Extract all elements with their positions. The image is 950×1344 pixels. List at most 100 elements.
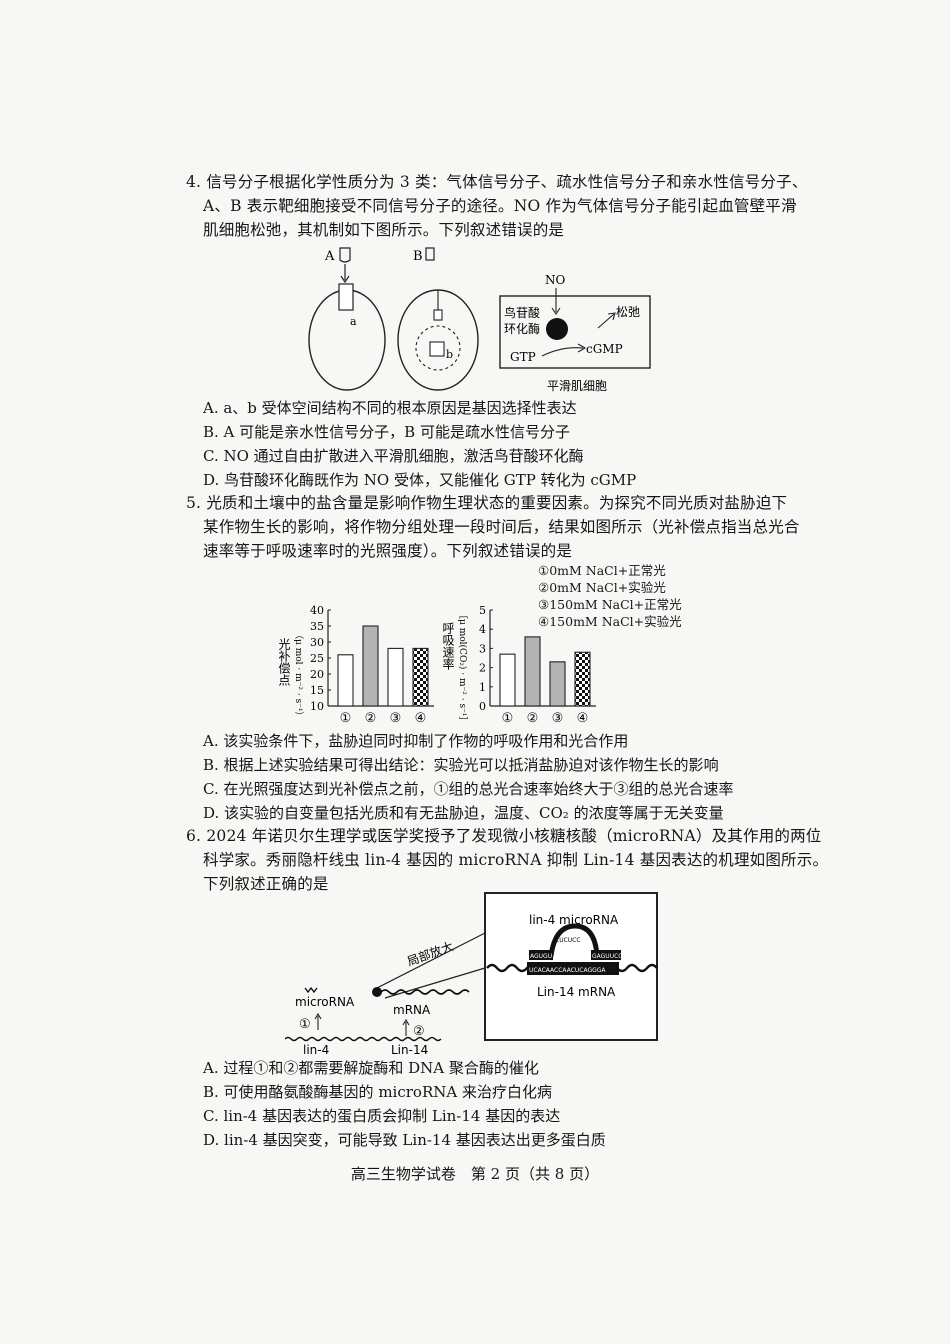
q6-option-b: B. 可使用酪氨酸酶基因的 microRNA 来治疗白化病: [203, 1083, 552, 1101]
q6-line2: 科学家。秀丽隐杆线虫 lin-4 基因的 microRNA 抑制 Lin-14 …: [203, 851, 829, 869]
q4-option-d: D. 鸟苷酸环化酶既作为 NO 受体，又能催化 GTP 转化为 cGMP: [203, 471, 637, 489]
microrna-label: microRNA: [295, 995, 355, 1009]
chart1-ytick-label: 40: [310, 604, 324, 617]
q6-option-a: A. 过程①和②都需要解旋酶和 DNA 聚合酶的催化: [203, 1059, 539, 1077]
q4-option-c: C. NO 通过自由扩散进入平滑肌细胞，激活鸟苷酸环化酶: [203, 447, 584, 465]
cell-b-label: B: [413, 249, 423, 264]
q4-line3: 肌细胞松弛，其机制如下图所示。下列叙述错误的是: [203, 221, 565, 239]
chart2-ytick-label: 2: [479, 662, 486, 675]
receptor-a-icon: [338, 283, 354, 311]
seq-left: AGUGU: [530, 953, 552, 960]
q6-line3: 下列叙述正确的是: [203, 875, 329, 893]
q5-option-a: A. 该实验条件下，盐胁迫同时抑制了作物的呼吸作用和光合作用: [203, 732, 629, 750]
chart1-ytick-label: 10: [310, 700, 324, 713]
q5-option-d: D. 该实验的自变量包括光质和有无盐胁迫，温度、CO₂ 的浓度等属于无关变量: [203, 804, 724, 822]
guanylate-cyclase-icon: [546, 318, 568, 340]
chart2-ytick-label: 4: [479, 623, 486, 636]
chart2-ytick-label: 3: [479, 642, 486, 655]
loop-seq: CUCUCC: [555, 937, 581, 944]
chart2-ytick-label: 1: [479, 681, 486, 694]
chart1-bar: [362, 625, 379, 707]
chart1-bar: [412, 647, 429, 707]
chart2-category-label: ①: [502, 711, 514, 726]
chart1-category-label: ①: [340, 711, 352, 726]
chart2-ylabel: 呼吸速率: [441, 622, 455, 670]
zoom-label: 局部放大: [405, 938, 455, 969]
lin4-gene-label: lin-4: [303, 1043, 329, 1057]
q5-line3: 速率等于呼吸速率时的光照强度）。下列叙述错误的是: [203, 542, 573, 560]
seq-right: GAGUUCC: [592, 953, 622, 960]
mrna-strand: [380, 989, 470, 995]
box-top-label: lin-4 microRNA: [529, 913, 619, 927]
chart2-category-label: ③: [552, 711, 564, 726]
chart1-bar: [387, 647, 404, 707]
smooth-muscle-cell-box: [499, 295, 651, 369]
chart1-yunit: （μ mol · m⁻² · s⁻¹）: [293, 630, 304, 721]
chart2-bar: [524, 636, 541, 707]
chart1-ytick-label: 25: [310, 652, 324, 665]
lin14-gene-label: Lin-14: [391, 1043, 428, 1057]
q4-line1: 4. 信号分子根据化学性质分为 3 类：气体信号分子、疏水性信号分子和亲水性信号…: [186, 173, 808, 191]
q6-option-d: D. lin-4 基因突变，可能导致 Lin-14 基因表达出更多蛋白质: [203, 1131, 606, 1149]
signal-molecule-a-icon: [339, 247, 351, 263]
q5-legend: ①0mM NaCl+正常光 ②0mM NaCl+实验光 ③150mM NaCl+…: [538, 562, 682, 630]
chart1-ylabel: 光补偿点: [277, 638, 291, 686]
chart2-category-label: ④: [577, 711, 589, 726]
box-bottom-label: Lin-14 mRNA: [537, 985, 616, 999]
q4-line2: A、B 表示靶细胞接受不同信号分子的途径。NO 作为气体信号分子能引起血管壁平滑: [203, 197, 797, 215]
chart1-bar: [337, 654, 354, 707]
legend-item-4: ④150mM NaCl+实验光: [538, 614, 682, 629]
cell-a-label: A: [324, 249, 335, 264]
chart1-ytick-label: 35: [310, 620, 324, 633]
q4-option-b: B. A 可能是亲水性信号分子，B 可能是疏水性信号分子: [203, 423, 570, 441]
chart2-ytick-label: 5: [479, 604, 486, 617]
q5-option-b: B. 根据上述实验结果可得出结论：实验光可以抵消盐胁迫对该作物生长的影响: [203, 756, 719, 774]
chart2-bar: [549, 661, 566, 707]
chart1-ytick-label: 30: [310, 636, 324, 649]
bound-mirna-icon: [372, 987, 382, 997]
receptor-a-label: a: [350, 315, 357, 328]
legend-item-2: ②0mM NaCl+实验光: [538, 580, 666, 595]
no-label: NO: [545, 273, 566, 287]
chart2-bar: [574, 651, 591, 707]
chromosome-strand: [285, 1036, 442, 1042]
step1-label: ①: [299, 1017, 311, 1032]
duplex-seq: UCACAACCAACUCAGGGA: [529, 967, 606, 974]
chart2-bar: [499, 653, 516, 707]
q6-microrna-figure: lin-4 microRNA Lin-14 mRNA UCACAACCAACUC…: [285, 892, 658, 1057]
nucleus-icon: [415, 325, 461, 371]
page-footer: 高三生物学试卷 第 2 页（共 8 页）: [350, 1165, 600, 1183]
chart1-ytick-label: 15: [310, 684, 324, 697]
q5-line1: 5. 光质和土壤中的盐含量是影响作物生理状态的重要因素。为探究不同光质对盐胁迫下: [186, 494, 788, 512]
chart1-category-label: ③: [390, 711, 402, 726]
q4-option-a: A. a、b 受体空间结构不同的根本原因是基因选择性表达: [203, 399, 577, 417]
receptor-b-label: b: [446, 348, 453, 361]
q6-line1: 6. 2024 年诺贝尔生理学或医学奖授予了发现微小核糖核酸（microRNA）…: [186, 827, 822, 845]
legend-item-1: ①0mM NaCl+正常光: [538, 563, 666, 578]
q5-bar-charts: 光补偿点 （μ mol · m⁻² · s⁻¹） 10152025303540①…: [277, 604, 596, 726]
chart2-ytick-label: 0: [479, 700, 486, 713]
relax-label: 松弛: [616, 305, 640, 319]
cell-caption: 平滑肌细胞: [547, 379, 607, 393]
chart2-yunit: ［μ mol(CO₂) · m⁻² · s⁻¹］: [457, 610, 468, 725]
q5-option-c: C. 在光照强度达到光补偿点之前，①组的总光合速率始终大于③组的总光合速率: [203, 780, 734, 798]
mirna-loop: [548, 923, 600, 957]
chart1-category-label: ④: [415, 711, 427, 726]
enzyme-label-1: 鸟苷酸: [504, 305, 540, 320]
chart1-ytick-label: 20: [310, 668, 324, 681]
microrna-icon: [304, 986, 318, 994]
chart2-category-label: ②: [527, 711, 539, 726]
q5-line2: 某作物生长的影响，将作物分组处理一段时间后，结果如图所示（光补偿点指当总光合: [203, 518, 800, 536]
duplex-region: [527, 962, 619, 975]
mrna-label: mRNA: [393, 1003, 431, 1017]
gtp-label: GTP: [510, 350, 536, 364]
signal-molecule-b-icon: [425, 247, 435, 261]
legend-item-3: ③150mM NaCl+正常光: [538, 597, 682, 612]
q6-option-c: C. lin-4 基因表达的蛋白质会抑制 Lin-14 基因的表达: [203, 1107, 561, 1125]
chart1-category-label: ②: [365, 711, 377, 726]
step2-label: ②: [413, 1024, 425, 1039]
enzyme-label-2: 环化酶: [504, 321, 540, 336]
q4-signal-figure: A a B b NO 鸟苷酸 环化酶 松弛 GTP cGMP 平滑肌细胞: [308, 247, 651, 393]
receptor-b-icon: [429, 341, 445, 357]
